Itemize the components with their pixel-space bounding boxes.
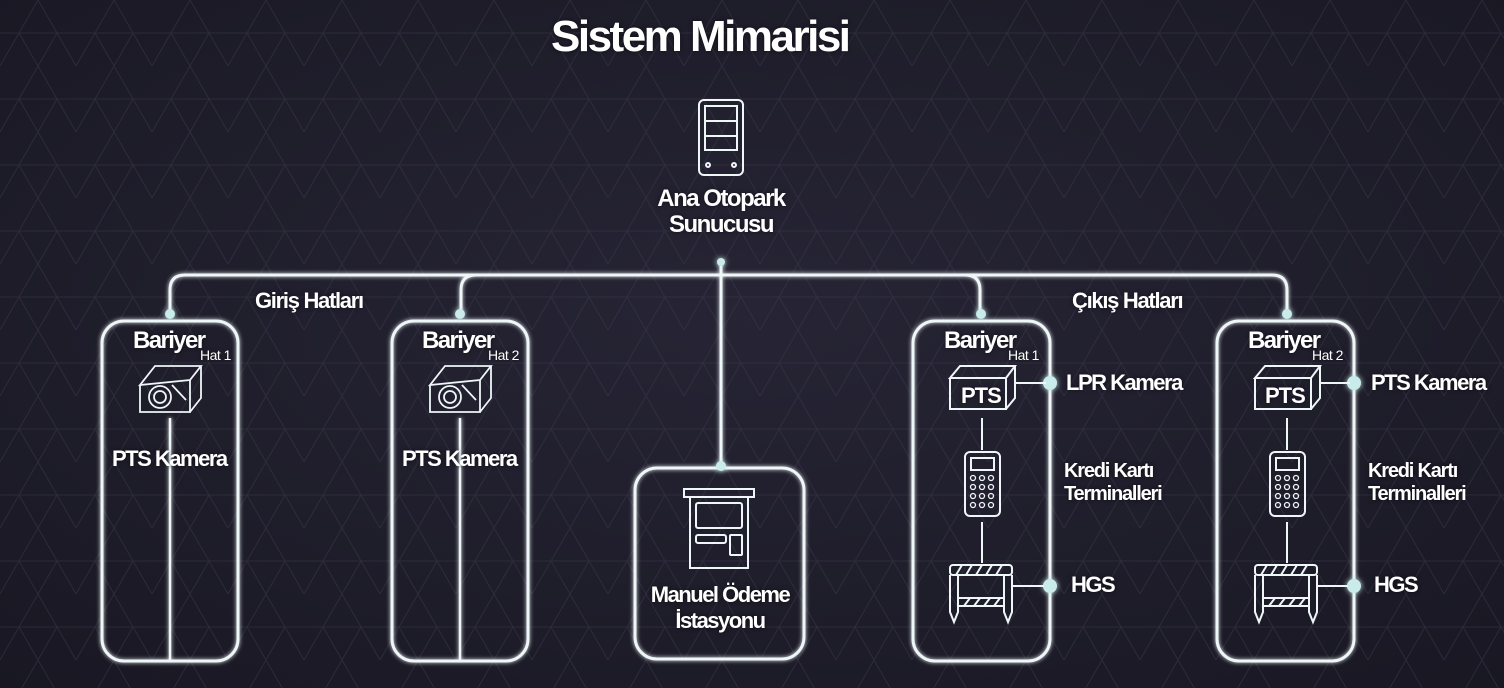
kiosk-icon [683,488,755,569]
camera-icon [137,365,203,413]
payment-station-label-line1: Manuel Ödeme [650,582,791,607]
entry-1-node [165,309,175,319]
exit-1-sub: Hat 1 [1008,347,1039,363]
card-terminal-icon [1269,451,1306,517]
exit-2-barrier-label: HGS [1374,572,1419,597]
exit-1-hgs-node [1043,579,1057,593]
branch-entry-2 [459,273,477,312]
exit-1-barrier-label: HGS [1071,572,1116,597]
server-label: Ana Otopark Sunucusu [621,186,821,238]
entry-2-device-label: PTS Kamera [402,446,518,471]
exit-2-hgs-node [1347,579,1361,593]
payment-station-label: Manuel Ödeme İstasyonu [620,582,820,634]
exit-2-terminal-label: Kredi Kartı Terminalleri [1368,460,1467,506]
payment-station-label-line2: İstasyonu [675,608,766,633]
barrier-icon [1254,564,1348,625]
server-node [717,258,725,266]
exit-group-label: Çıkış Hatları [1072,288,1184,313]
pts-camera-box-icon [947,365,1046,410]
exit-2-sub: Hat 2 [1312,347,1343,363]
entry-2-node [455,309,465,319]
entry-group-label: Giriş Hatları [255,288,364,313]
entry-2-title: Bariyer [422,327,495,354]
exit-2-title: Bariyer [1248,327,1321,354]
exit-1-node [976,309,986,319]
payment-node [716,461,726,471]
exit-1-terminal-label: Kredi Kartı Terminalleri [1064,460,1163,506]
branch-exit-1 [964,273,982,312]
exit-2-camera-node [1347,376,1361,390]
exit-1-camera-node [1043,376,1057,390]
pts-camera-box-icon [1252,365,1350,410]
exit-2-camera-label: PTS Kamera [1371,370,1487,395]
exit-1-camera-badge: PTS [961,383,1002,408]
exit-2-terminal-label-line1: Kredi Kartı [1368,460,1458,482]
camera-icon [427,365,493,413]
barrier-icon [949,564,1044,625]
exit-2-node [1282,309,1292,319]
bus-line [168,273,1289,312]
entry-1-sub: Hat 1 [200,347,231,363]
exit-1-terminal-label-line1: Kredi Kartı [1064,460,1154,482]
entry-1-title: Bariyer [133,327,206,354]
server-label-line1: Ana Otopark [657,185,786,212]
server-icon [698,99,744,176]
server-label-line2: Sunucusu [668,211,775,238]
exit-2-terminal-label-line2: Terminalleri [1368,483,1467,505]
exit-1-camera-label: LPR Kamera [1066,370,1183,395]
exit-1-terminal-label-line2: Terminalleri [1064,483,1163,505]
exit-1-title: Bariyer [944,327,1017,354]
exit-line-1-box [911,319,1052,663]
page-title: Sistem Mimarisi [551,12,851,61]
exit-2-camera-badge: PTS [1265,383,1306,408]
entry-2-sub: Hat 2 [488,347,519,363]
card-terminal-icon [964,451,1001,517]
exit-line-2-box [1215,319,1356,663]
entry-1-device-label: PTS Kamera [112,446,228,471]
